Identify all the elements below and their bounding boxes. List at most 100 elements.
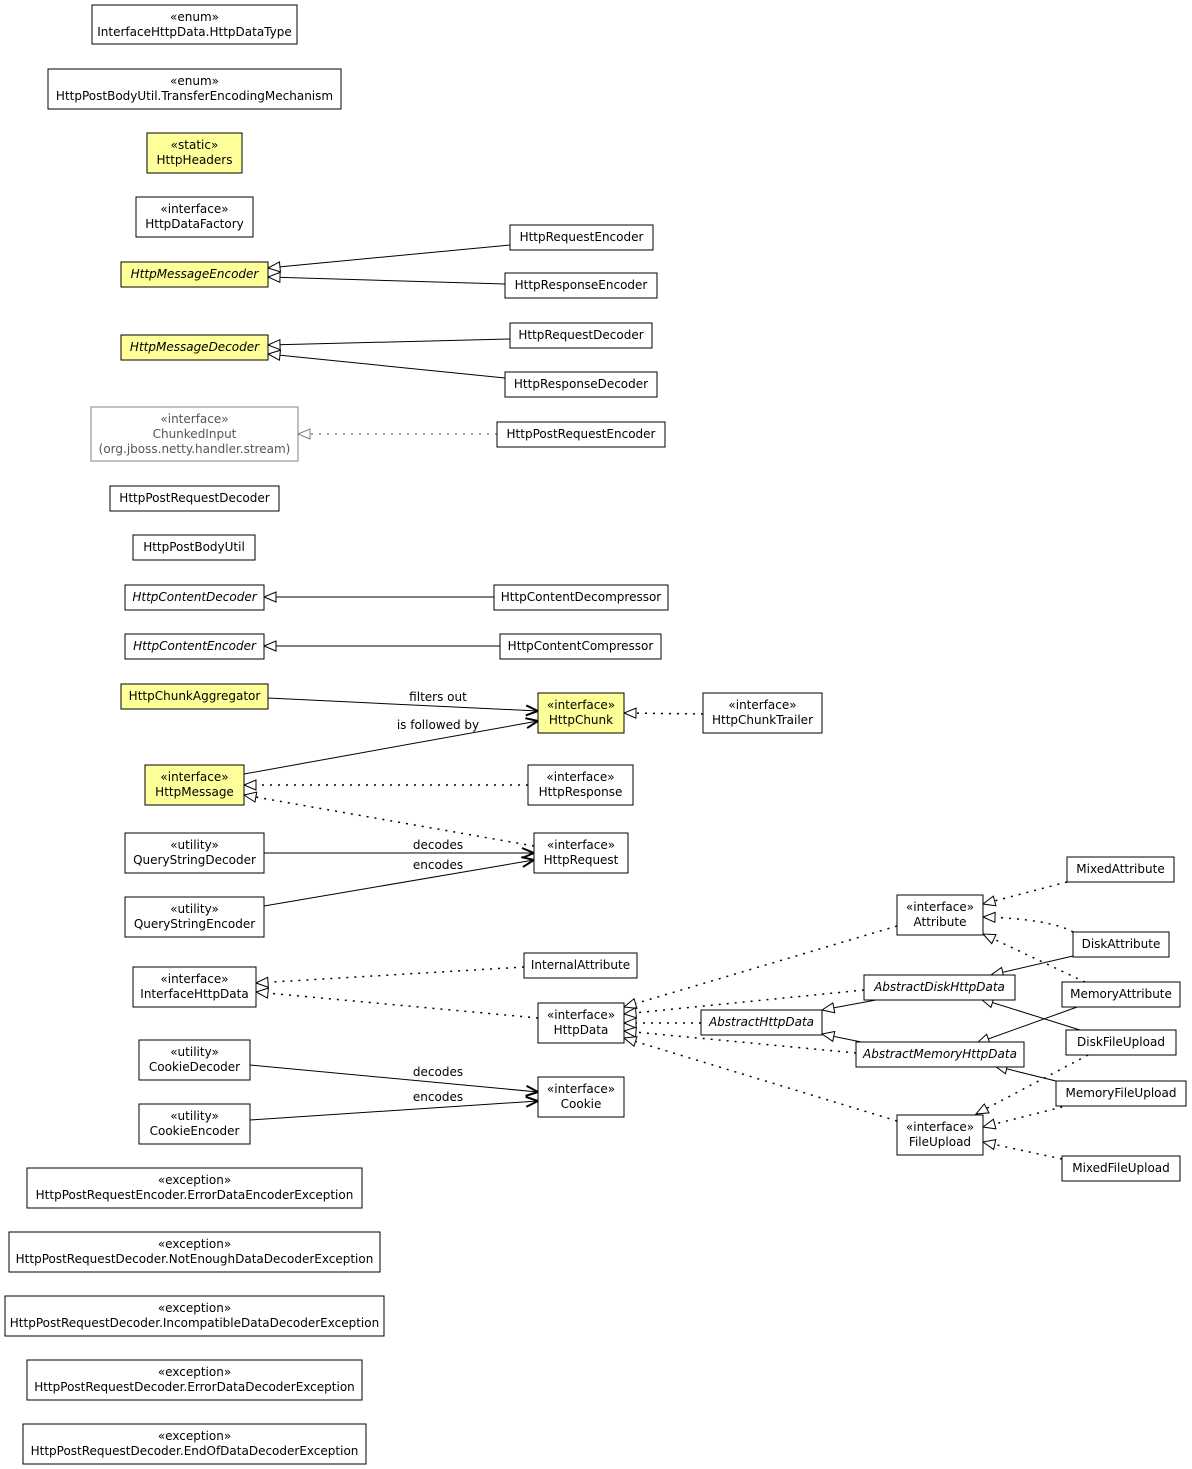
interface-interfacehttpdata[interactable]: «interface» InterfaceHttpData bbox=[132, 966, 257, 1008]
class-httpmessagedecoder[interactable]: HttpMessageDecoder bbox=[120, 334, 269, 361]
class-internalattribute[interactable]: InternalAttribute bbox=[523, 952, 638, 979]
class-memoryattribute[interactable]: MemoryAttribute bbox=[1061, 981, 1181, 1008]
edge-attribute-extends-httpdata bbox=[624, 925, 898, 1007]
class-httppostrequestencoder[interactable]: HttpPostRequestEncoder bbox=[496, 421, 666, 448]
edge-mixedattribute-implements-attribute bbox=[983, 881, 1068, 904]
stereotype-label: «exception» bbox=[158, 1365, 231, 1379]
class-abstractdiskhttpdata[interactable]: AbstractDiskHttpData bbox=[863, 974, 1016, 1001]
stereotype-label: «exception» bbox=[158, 1173, 231, 1187]
label-is-followed-by: is followed by bbox=[397, 718, 479, 732]
class-name: HttpRequestEncoder bbox=[520, 230, 644, 244]
class-memoryfileupload[interactable]: MemoryFileUpload bbox=[1055, 1080, 1187, 1107]
class-name: Cookie bbox=[561, 1097, 602, 1111]
interface-httprequest[interactable]: «interface» HttpRequest bbox=[533, 832, 629, 874]
class-querystringencoder[interactable]: «utility» QueryStringEncoder bbox=[124, 896, 265, 938]
label-querystring-encodes: encodes bbox=[413, 858, 463, 872]
class-name: InterfaceHttpData bbox=[140, 987, 248, 1001]
package-label: (org.jboss.netty.handler.stream) bbox=[99, 442, 291, 456]
class-diskfileupload[interactable]: DiskFileUpload bbox=[1065, 1029, 1177, 1056]
interface-cookie[interactable]: «interface» Cookie bbox=[537, 1076, 625, 1118]
class-httpcontentencoder[interactable]: HttpContentEncoder bbox=[124, 633, 265, 660]
class-httprequestdecoder[interactable]: HttpRequestDecoder bbox=[509, 322, 653, 349]
class-name: HttpChunkAggregator bbox=[129, 689, 261, 703]
exception-errordatadecoderexception[interactable]: «exception» HttpPostRequestDecoder.Error… bbox=[26, 1359, 363, 1401]
label-cookie-encodes: encodes bbox=[413, 1090, 463, 1104]
class-name: HttpPostRequestDecoder.NotEnoughDataDeco… bbox=[16, 1252, 374, 1266]
class-name: HttpContentCompressor bbox=[508, 639, 654, 653]
class-diskattribute[interactable]: DiskAttribute bbox=[1072, 931, 1170, 958]
class-httpresponseencoder[interactable]: HttpResponseEncoder bbox=[504, 272, 658, 299]
edge-abstractdiskhttpdata-extends-abstracthttpdata bbox=[822, 999, 877, 1010]
class-name: HttpPostRequestEncoder.ErrorDataEncoderE… bbox=[36, 1188, 354, 1202]
interface-httpresponse[interactable]: «interface» HttpResponse bbox=[527, 764, 634, 806]
interface-chunkedinput[interactable]: «interface» ChunkedInput (org.jboss.nett… bbox=[90, 406, 299, 462]
class-name: HttpRequestDecoder bbox=[518, 328, 643, 342]
edge-memoryfileupload-implements-fileupload bbox=[983, 1104, 1071, 1127]
edge-abstractdiskhttpdata-implements-httpdata bbox=[624, 989, 865, 1014]
edge-httpchunktrailer-implements-httpchunk bbox=[624, 713, 704, 714]
interface-fileupload[interactable]: «interface» FileUpload bbox=[896, 1114, 984, 1156]
stereotype-label: «interface» bbox=[160, 412, 228, 426]
class-httppostbodyutil[interactable]: HttpPostBodyUtil bbox=[132, 534, 256, 561]
class-transferencodingmechanism[interactable]: «enum» HttpPostBodyUtil.TransferEncoding… bbox=[47, 68, 342, 110]
stereotype-label: «interface» bbox=[547, 698, 615, 712]
interface-httpmessage[interactable]: «interface» HttpMessage bbox=[144, 764, 245, 806]
class-name: AbstractHttpData bbox=[708, 1015, 814, 1029]
class-name: CookieEncoder bbox=[150, 1124, 240, 1138]
class-httprequestencoder[interactable]: HttpRequestEncoder bbox=[509, 224, 654, 251]
stereotype-label: «interface» bbox=[160, 972, 228, 986]
exception-endofdatadecoderexception[interactable]: «exception» HttpPostRequestDecoder.EndOf… bbox=[22, 1423, 367, 1465]
edge-httprequestdecoder-extends-httpmessagedecoder bbox=[268, 338, 511, 345]
interface-httpchunk[interactable]: «interface» HttpChunk bbox=[537, 692, 625, 734]
class-name: Attribute bbox=[914, 915, 967, 929]
stereotype-label: «interface» bbox=[160, 202, 228, 216]
class-cookiedecoder[interactable]: «utility» CookieDecoder bbox=[138, 1039, 251, 1081]
class-name: HttpPostRequestDecoder bbox=[119, 491, 269, 505]
interface-httpdatafactory[interactable]: «interface» HttpDataFactory bbox=[135, 196, 254, 238]
relationship-lines bbox=[244, 244, 1089, 1160]
exception-errordataencoderexception[interactable]: «exception» HttpPostRequestEncoder.Error… bbox=[26, 1167, 363, 1209]
class-httpmessageencoder[interactable]: HttpMessageEncoder bbox=[120, 261, 269, 288]
exception-notenoughdatadecoderexception[interactable]: «exception» HttpPostRequestDecoder.NotEn… bbox=[8, 1231, 381, 1273]
stereotype-label: «interface» bbox=[547, 1008, 615, 1022]
class-httpcontentcompressor[interactable]: HttpContentCompressor bbox=[499, 633, 662, 660]
class-name: HttpContentDecompressor bbox=[501, 590, 662, 604]
class-name: QueryStringDecoder bbox=[133, 853, 256, 867]
interface-httpchunktrailer[interactable]: «interface» HttpChunkTrailer bbox=[702, 692, 823, 734]
class-name: HttpPostBodyUtil bbox=[143, 540, 245, 554]
stereotype-label: «utility» bbox=[170, 902, 219, 916]
class-querystringdecoder[interactable]: «utility» QueryStringDecoder bbox=[124, 832, 265, 874]
class-name: HttpResponseEncoder bbox=[515, 278, 648, 292]
interface-httpdata[interactable]: «interface» HttpData bbox=[537, 1002, 625, 1044]
class-name: HttpContentDecoder bbox=[132, 590, 257, 604]
class-httpcontentdecompressor[interactable]: HttpContentDecompressor bbox=[493, 584, 669, 611]
stereotype-label: «exception» bbox=[158, 1301, 231, 1315]
class-name: HttpPostRequestDecoder.ErrorDataDecoderE… bbox=[34, 1380, 355, 1394]
class-interfacehttpdata-httpdatatype[interactable]: «enum» InterfaceHttpData.HttpDataType bbox=[91, 4, 298, 45]
class-name: HttpDataFactory bbox=[145, 217, 244, 231]
class-mixedfileupload[interactable]: MixedFileUpload bbox=[1061, 1155, 1181, 1182]
class-name: MemoryAttribute bbox=[1070, 987, 1172, 1001]
edge-diskattribute-extends-abstractdiskhttpdata bbox=[991, 955, 1074, 975]
class-abstracthttpdata[interactable]: AbstractHttpData bbox=[700, 1009, 823, 1036]
class-mixedattribute[interactable]: MixedAttribute bbox=[1066, 856, 1175, 883]
stereotype-label: «utility» bbox=[170, 1109, 219, 1123]
class-name: InterfaceHttpData.HttpDataType bbox=[97, 25, 292, 39]
class-httpchunkaggregator[interactable]: HttpChunkAggregator bbox=[120, 683, 269, 710]
class-httpresponsedecoder[interactable]: HttpResponseDecoder bbox=[504, 371, 658, 398]
class-abstractmemoryhttpdata[interactable]: AbstractMemoryHttpData bbox=[855, 1041, 1025, 1068]
stereotype-label: «interface» bbox=[160, 770, 228, 784]
class-name: HttpContentEncoder bbox=[133, 639, 257, 653]
class-name: AbstractDiskHttpData bbox=[873, 980, 1005, 994]
class-name: HttpPostRequestDecoder.IncompatibleDataD… bbox=[10, 1316, 379, 1330]
class-cookieencoder[interactable]: «utility» CookieEncoder bbox=[138, 1103, 251, 1145]
class-httppostrequestdecoder[interactable]: HttpPostRequestDecoder bbox=[109, 485, 280, 512]
edge-httpresponseencoder-extends-httpmessageencoder bbox=[268, 277, 506, 285]
class-httpcontentdecoder[interactable]: HttpContentDecoder bbox=[124, 584, 265, 611]
exception-incompatibledatadecoderexception[interactable]: «exception» HttpPostRequestDecoder.Incom… bbox=[4, 1295, 385, 1337]
label-querystring-decodes: decodes bbox=[413, 838, 463, 852]
edge-diskfileupload-extends-abstractdiskhttpdata bbox=[981, 999, 1081, 1031]
interface-attribute[interactable]: «interface» Attribute bbox=[896, 894, 984, 936]
class-httpheaders[interactable]: «static» HttpHeaders bbox=[146, 132, 243, 174]
